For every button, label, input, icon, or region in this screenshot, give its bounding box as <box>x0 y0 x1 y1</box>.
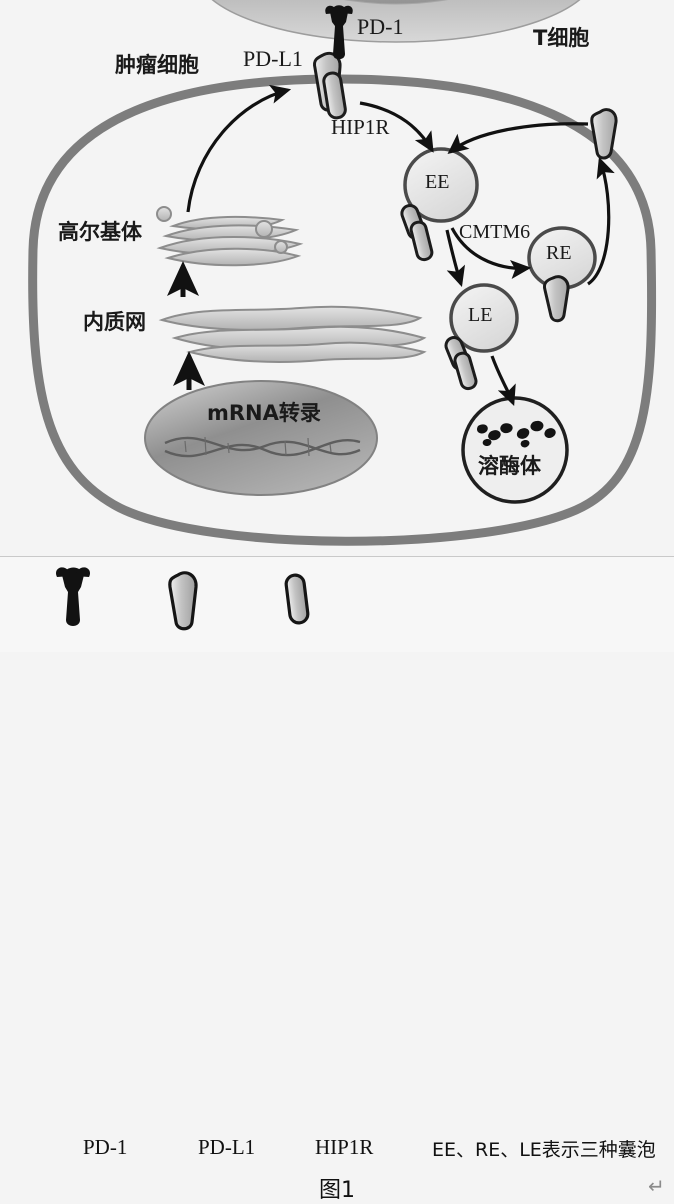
legend-note: EE、RE、LE表示三种囊泡 <box>432 1139 656 1161</box>
t-cell <box>211 0 581 43</box>
tumor-cell-membrane <box>28 74 657 546</box>
legend-icons-svg <box>56 567 310 631</box>
legend-label-hip1r: HIP1R <box>315 1135 374 1159</box>
label-golgi: 高尔基体 <box>58 220 142 244</box>
legend: PD-1 PD-L1 HIP1R EE、RE、LE表示三种囊泡 图1 ↵ <box>0 556 674 1203</box>
diagram-canvas: 肿瘤细胞 T细胞 PD-1 PD-L1 HIP1R 高尔基体 内质网 mRNA转… <box>0 0 674 556</box>
lysosome-enzyme-particles <box>476 420 556 448</box>
label-lysosome: 溶酶体 <box>478 454 541 478</box>
legend-pd1-icon <box>56 567 90 626</box>
label-tumor-cell: 肿瘤细胞 <box>115 53 199 77</box>
label-endoplasmic-reticulum: 内质网 <box>83 310 146 334</box>
receptor-hip1r-on-le <box>453 351 478 391</box>
arrow-right-membrane-to-ee <box>447 122 589 154</box>
label-pd1: PD-1 <box>357 14 404 39</box>
arrow-ee-to-le <box>445 229 466 288</box>
nucleus <box>144 380 378 496</box>
vesicle-le <box>449 283 519 353</box>
receptor-hip1r-on-ee <box>409 220 434 262</box>
label-vesicle-re: RE <box>546 242 572 264</box>
lysosome <box>461 396 569 504</box>
label-vesicle-le: LE <box>468 304 493 326</box>
legend-label-pdl1: PD-L1 <box>198 1135 256 1159</box>
label-t-cell: T细胞 <box>533 26 590 50</box>
label-vesicle-ee: EE <box>425 171 450 193</box>
receptor-hip1r-membrane <box>322 71 347 120</box>
endoplasmic-reticulum <box>158 305 427 363</box>
legend-hip1r-icon <box>284 573 310 625</box>
legend-pdl1-icon <box>168 571 198 631</box>
cell-diagram-svg <box>28 0 657 546</box>
arrow-ee-to-re <box>450 227 532 280</box>
receptor-pd1 <box>325 5 353 60</box>
arrow-re-to-membrane <box>586 156 615 286</box>
arrow-membrane-to-ee <box>359 101 434 153</box>
arrow-le-to-lysosome <box>490 355 516 406</box>
golgi-apparatus <box>156 206 304 267</box>
label-cmtm6: CMTM6 <box>459 221 531 243</box>
arrow-golgi-to-membrane <box>186 84 292 213</box>
paragraph-mark-icon: ↵ <box>648 1174 665 1198</box>
vesicle-ee <box>403 147 479 223</box>
receptor-pdl1-on-re <box>543 275 570 323</box>
flow-arrows <box>166 84 615 406</box>
label-hip1r: HIP1R <box>331 115 390 139</box>
legend-label-pd1: PD-1 <box>83 1135 128 1159</box>
label-pdl1: PD-L1 <box>243 46 303 71</box>
label-mrna-transcription: mRNA转录 <box>207 401 321 425</box>
receptor-pdl1-right-membrane <box>590 108 618 160</box>
figure-caption: 图1 <box>319 1178 355 1203</box>
